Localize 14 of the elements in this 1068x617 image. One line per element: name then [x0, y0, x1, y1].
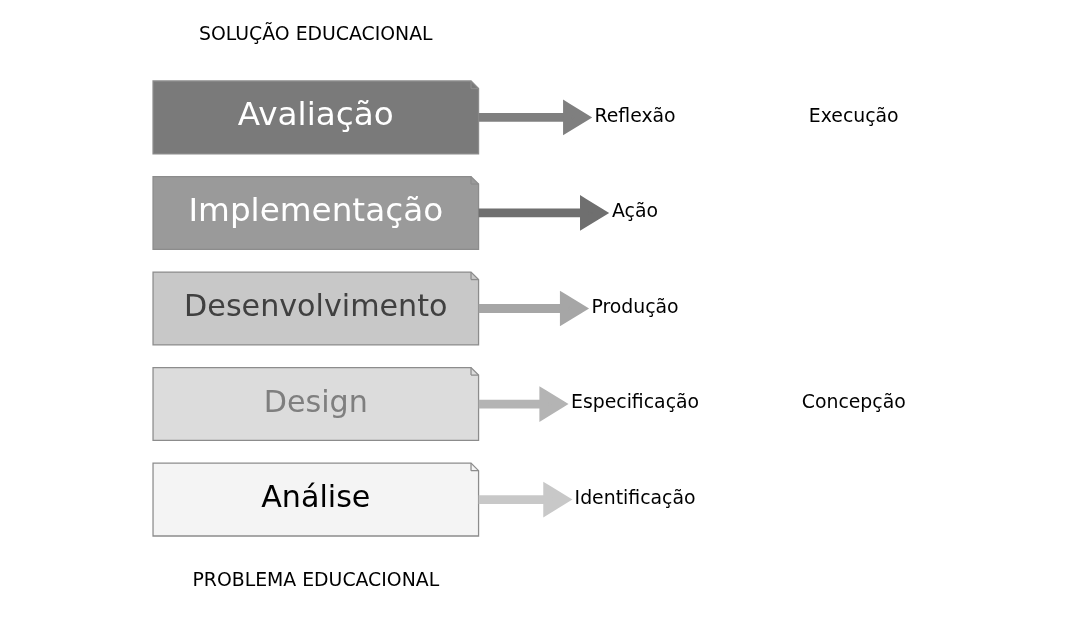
arrow [478, 99, 592, 136]
arrow [478, 481, 572, 518]
label: Execução [808, 104, 899, 126]
node-text: Identificação [574, 486, 696, 508]
arrow [478, 290, 589, 327]
node-text: Produção [590, 295, 679, 317]
node-text: Reflexão [593, 104, 676, 126]
label: PROBLEMA EDUCACIONAL [191, 568, 439, 590]
arrow [478, 195, 609, 231]
arrow [478, 386, 569, 422]
node-text: Especificação [570, 391, 699, 413]
label: SOLUÇÃO EDUCACIONAL [198, 23, 433, 45]
label: Concepção [801, 391, 906, 413]
node-text: Ação [611, 200, 658, 222]
